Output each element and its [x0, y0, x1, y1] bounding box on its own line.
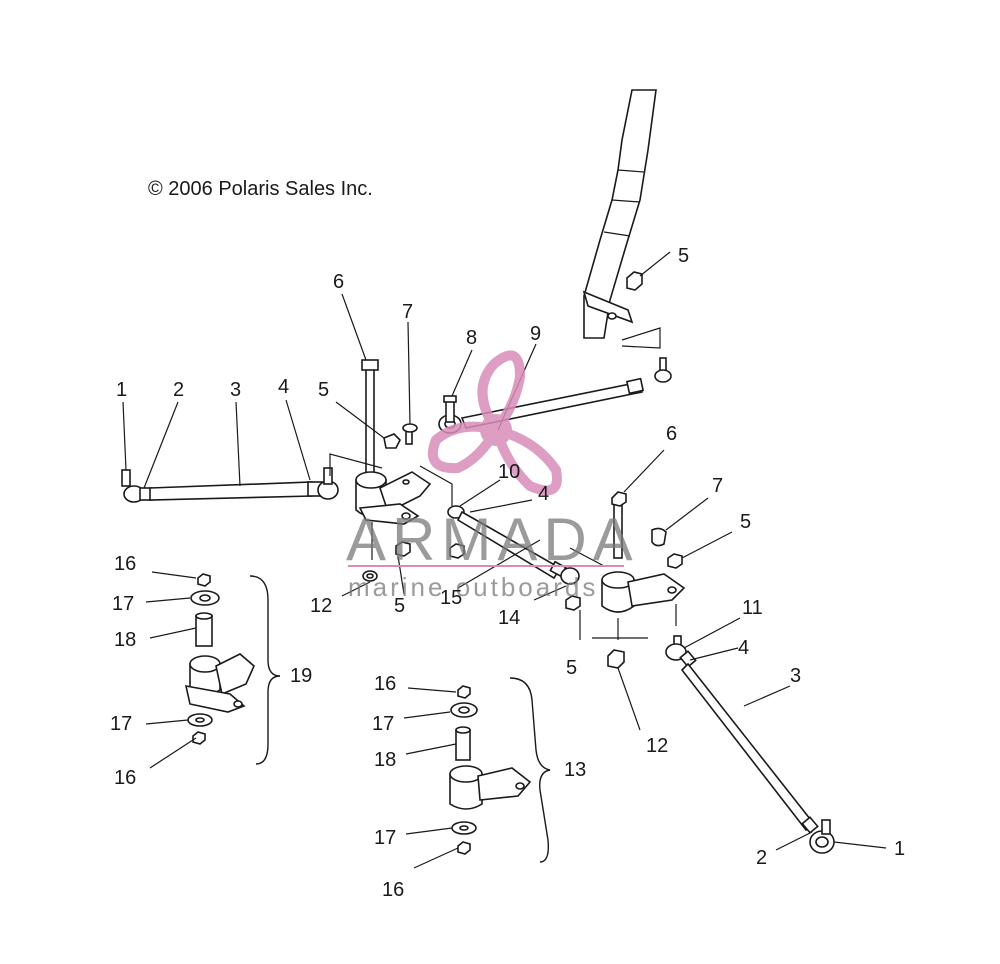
callout-3: 3 [230, 379, 241, 401]
callout-1: 1 [894, 838, 905, 860]
callout-4: 4 [738, 637, 749, 659]
bolt [443, 395, 457, 423]
steering-post [582, 89, 657, 339]
nut [626, 271, 643, 291]
idler-assembly-19 [184, 573, 255, 745]
callout-labels: 1 2 3 4 5 6 7 8 9 5 10 4 6 7 5 16 17 18 … [110, 245, 905, 901]
leader-lines [122, 251, 887, 869]
callout-12: 12 [646, 735, 668, 757]
callout-17: 17 [374, 827, 396, 849]
callout-14: 14 [498, 607, 520, 629]
callout-17: 17 [112, 593, 134, 615]
callout-1: 1 [116, 379, 127, 401]
right-tie-rod [665, 635, 835, 854]
callout-2: 2 [756, 847, 767, 869]
left-steering-bracket [329, 359, 453, 560]
callout-6: 6 [333, 271, 344, 293]
left-lower-nuts [362, 541, 465, 582]
callout-11: 11 [742, 597, 763, 619]
callout-19: 19 [290, 665, 312, 687]
right-steering-bracket [569, 491, 686, 669]
callout-17: 17 [372, 713, 394, 735]
callout-16: 16 [374, 673, 396, 695]
watermark-brand: ARMADA [346, 506, 639, 573]
callout-3: 3 [790, 665, 801, 687]
left-tie-rod [121, 467, 339, 503]
callout-7: 7 [712, 475, 723, 497]
callout-5: 5 [566, 657, 577, 679]
callout-5: 5 [318, 379, 329, 401]
callout-18: 18 [374, 749, 396, 771]
callout-4: 4 [538, 483, 549, 505]
callout-18: 18 [114, 629, 136, 651]
idler-assembly-13 [449, 685, 532, 855]
callout-16: 16 [114, 553, 136, 575]
tie-rod-end-upper [654, 357, 672, 383]
callout-8: 8 [466, 327, 477, 349]
bracket-19 [249, 575, 281, 765]
callout-5: 5 [678, 245, 689, 267]
copyright-text: © 2006 Polaris Sales Inc. [148, 178, 373, 200]
callout-16: 16 [382, 879, 404, 901]
callout-15: 15 [440, 587, 462, 609]
armada-logo-icon [427, 350, 562, 496]
callout-5: 5 [394, 595, 405, 617]
callout-6: 6 [666, 423, 677, 445]
callout-7: 7 [402, 301, 413, 323]
callout-16: 16 [114, 767, 136, 789]
callout-12: 12 [310, 595, 332, 617]
bracket-13 [509, 677, 551, 863]
watermark-tagline: marine outboards [348, 572, 598, 602]
center-tie-rod [447, 505, 581, 640]
callout-9: 9 [530, 323, 541, 345]
callout-2: 2 [173, 379, 184, 401]
callout-13: 13 [564, 759, 586, 781]
callout-4: 4 [278, 376, 289, 398]
callout-10: 10 [498, 461, 520, 483]
callout-5: 5 [740, 511, 751, 533]
callout-17: 17 [110, 713, 132, 735]
